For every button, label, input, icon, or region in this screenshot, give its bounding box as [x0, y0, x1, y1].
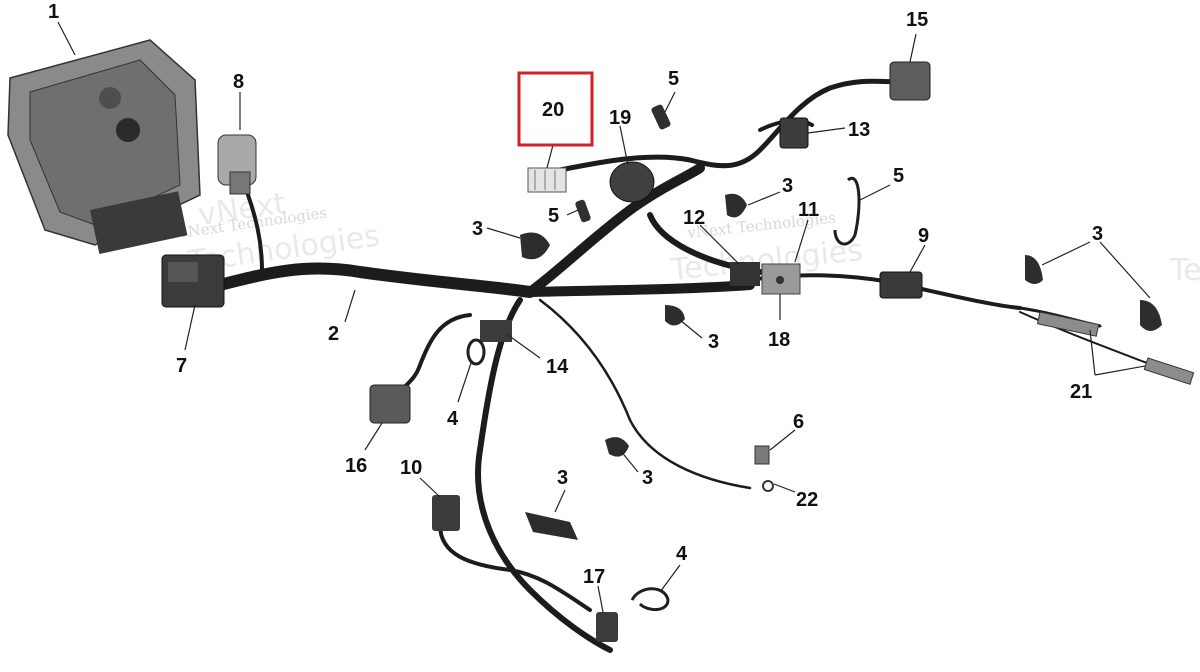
callout-21: 21: [1070, 381, 1092, 403]
sensor-17: [596, 612, 618, 642]
callout-2: 2: [328, 323, 339, 345]
ecu-module: [7, 39, 201, 255]
callout-9: 9: [918, 225, 929, 247]
callout-3: 3: [642, 467, 653, 489]
connector-15: [889, 61, 931, 101]
cable-ties: [466, 176, 861, 611]
callout-22: 22: [796, 489, 818, 511]
callout-7: 7: [176, 355, 187, 377]
callout-11: 11: [798, 199, 819, 221]
callout-16: 16: [345, 455, 367, 477]
callout-3: 3: [472, 218, 483, 240]
callout-19: 19: [609, 107, 631, 129]
connector-16: [369, 384, 411, 424]
callout-15: 15: [906, 9, 928, 31]
callout-8: 8: [233, 71, 244, 93]
relay-block: [730, 262, 801, 295]
connector-10: [432, 495, 460, 531]
callout-1: 1: [48, 1, 59, 23]
callout-5: 5: [893, 165, 904, 187]
highlight-box: [517, 71, 594, 147]
callout-3: 3: [708, 331, 719, 353]
callout-17: 17: [583, 566, 605, 588]
callout-13: 13: [848, 119, 870, 141]
callout-10: 10: [400, 457, 422, 479]
connector-13: [779, 117, 809, 149]
callout-3: 3: [557, 467, 568, 489]
leader-lines: [57, 21, 1151, 613]
callout-3: 3: [1092, 223, 1103, 245]
callout-6: 6: [793, 411, 804, 433]
map-sensor: [217, 134, 257, 195]
o2-sensors: [1036, 311, 1195, 385]
callout-5: 5: [548, 205, 559, 227]
callout-18: 18: [768, 329, 790, 351]
ecu-connector: [161, 254, 225, 308]
callout-4: 4: [676, 543, 688, 565]
connector-9: [879, 271, 923, 299]
callout-14: 14: [546, 356, 569, 378]
watermark-text: Te: [1169, 253, 1200, 288]
harness-clips: [520, 193, 1162, 540]
fuse-parts: [575, 104, 671, 223]
callout-labels: 1 2 3 3 3 3 3 3 4 4 5 5 5 6 7 8 9 10 11 …: [48, 1, 1103, 588]
connector-14: [480, 320, 512, 342]
callout-5: 5: [668, 68, 679, 90]
watermark-group: vNext Technologies Technologies vNext Te…: [177, 186, 1200, 288]
sensor-19: [609, 161, 655, 203]
callout-12: 12: [683, 207, 705, 229]
bolt-and-ring-terminal: [754, 445, 774, 492]
connector-20: [527, 167, 567, 193]
callout-3: 3: [782, 175, 793, 197]
callout-4: 4: [447, 408, 459, 430]
callout-20: 20: [542, 99, 564, 121]
